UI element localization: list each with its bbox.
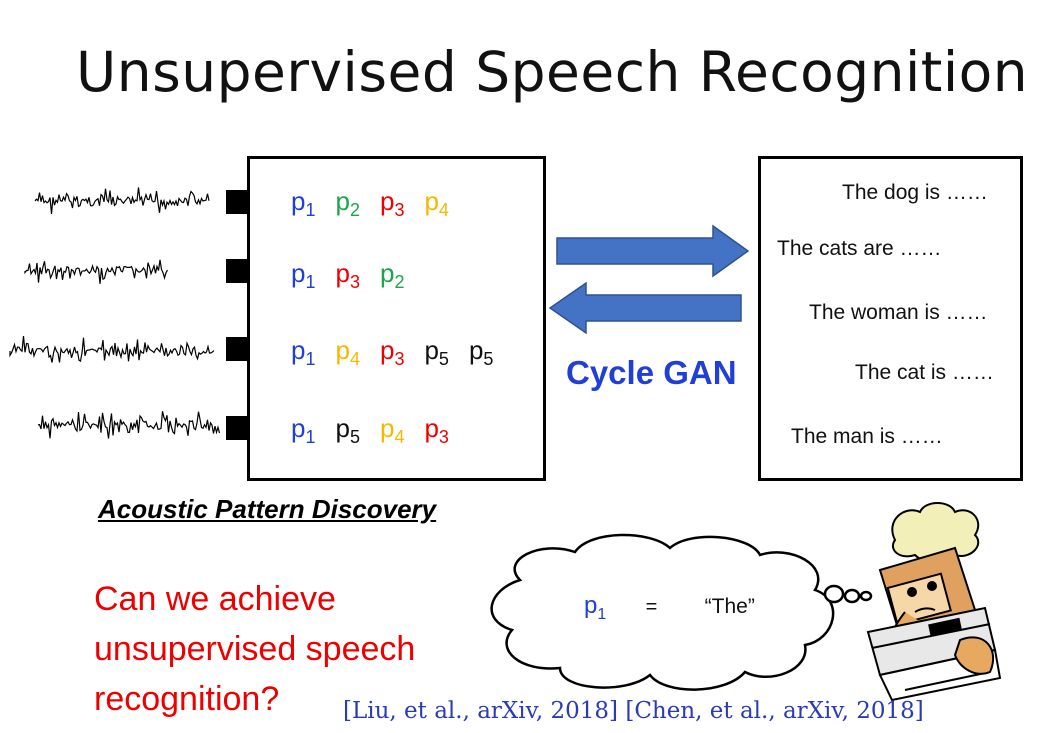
pattern-token: p3 (424, 413, 449, 447)
pattern-box (247, 156, 546, 481)
pattern-row: p1 p5 p4 p3 (291, 413, 469, 448)
waveform-icon (37, 411, 221, 439)
sentence: The man is …… (791, 425, 943, 448)
citation: [Liu, et al., arXiv, 2018] [Chen, et al.… (343, 698, 924, 724)
pattern-token: p5 (424, 335, 449, 369)
pattern-token: p3 (379, 335, 405, 369)
thought-token: p1 (584, 592, 607, 623)
pattern-token: p3 (379, 186, 405, 220)
thinking-computer-icon (866, 502, 1002, 702)
pattern-token: p5 (335, 413, 360, 447)
question-text: Can we achieve unsupervised speech recog… (94, 580, 416, 718)
waveform-icon (34, 187, 210, 214)
text-corpus-box (758, 156, 1023, 481)
page-title: Unsupervised Speech Recognition (76, 40, 1029, 104)
pattern-token: p5 (468, 335, 494, 369)
thought-equals: = (645, 596, 658, 618)
sentence: The dog is …… (842, 181, 988, 204)
thought-cloud-icon (490, 533, 873, 691)
sentence: The cat is …… (855, 361, 994, 384)
waveform-icon (9, 187, 221, 439)
waveform-icon (24, 259, 169, 284)
sentence: The cats are …… (777, 237, 942, 260)
pattern-token: p4 (424, 186, 449, 220)
thought-word: “The” (704, 595, 755, 618)
pattern-token: p1 (291, 186, 316, 220)
acoustic-pattern-discovery-label: Acoustic Pattern Discovery (98, 494, 437, 524)
pattern-token: p2 (379, 258, 405, 292)
pattern-token: p4 (335, 335, 360, 369)
pattern-token: p2 (335, 186, 360, 220)
blue-arrow-right-icon (556, 224, 750, 278)
pattern-token: p1 (291, 335, 316, 369)
pattern-row: p1 p4 p3 p5 p5 (291, 335, 513, 370)
cycle-gan-label: Cycle GAN (566, 354, 737, 391)
pattern-token: p1 (291, 413, 316, 447)
sentence: The woman is …… (809, 301, 988, 324)
pattern-token: p4 (379, 413, 405, 447)
pattern-token: p1 (291, 258, 316, 292)
blue-arrow-left-icon (548, 281, 742, 335)
thought-content: p1 = “The” (584, 592, 755, 624)
pattern-row: p1 p3 p2 (291, 258, 424, 293)
pattern-row: p1 p2 p3 p4 (291, 186, 469, 221)
waveform-icon (9, 336, 215, 363)
pattern-token: p3 (335, 258, 360, 292)
